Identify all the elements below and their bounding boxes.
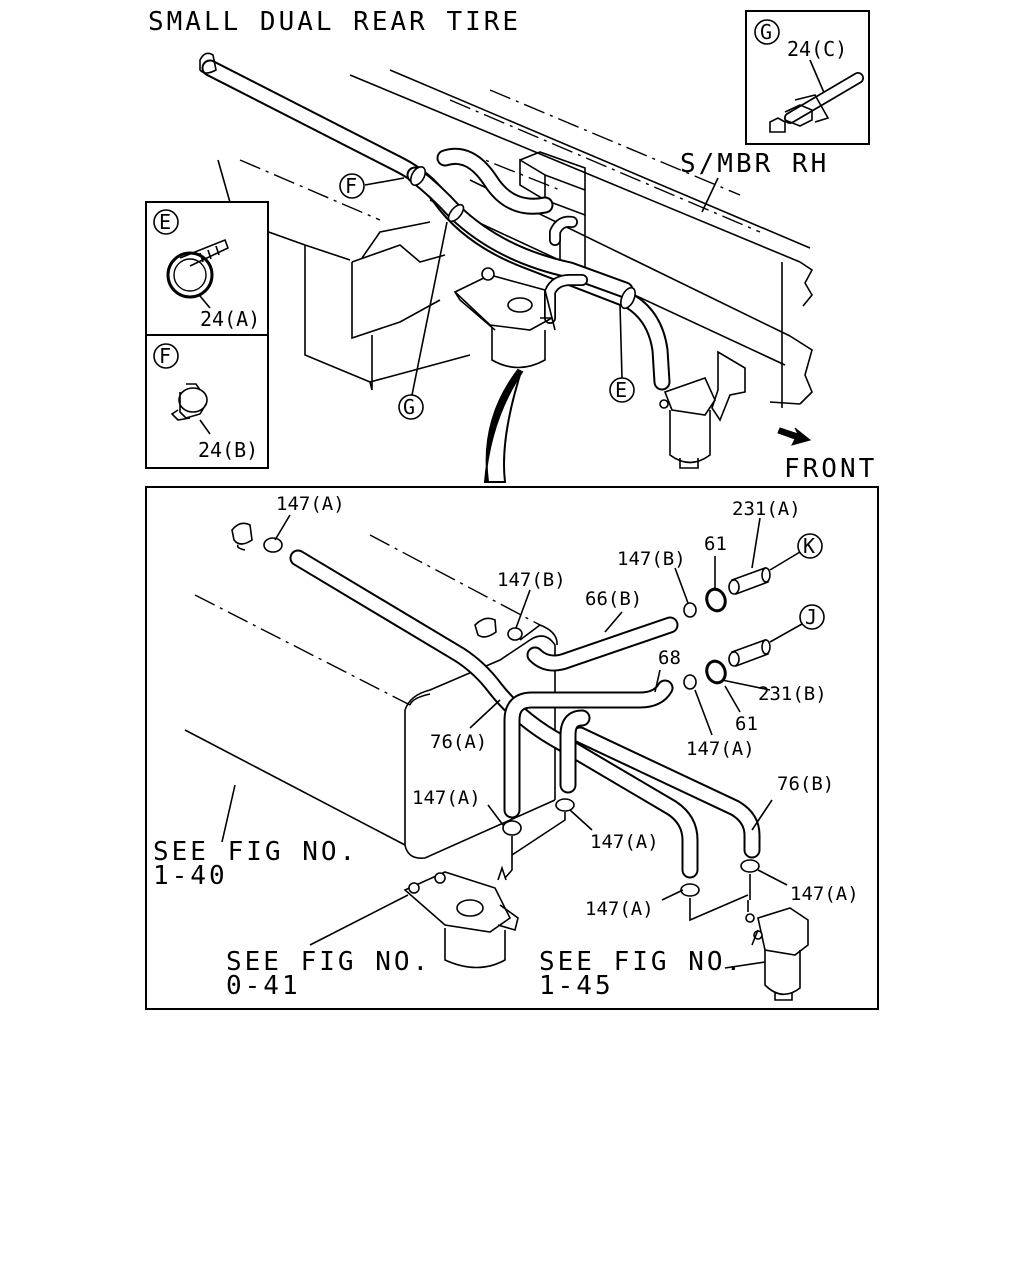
fuel-filter-exploded: [745, 900, 809, 1001]
connector-marker-j: J: [805, 605, 817, 629]
callout-231a: 231(A): [732, 498, 801, 520]
view-marker-e: E: [615, 378, 627, 402]
callout-147a-top: 147(A): [276, 493, 345, 515]
detail-f-letter: F: [159, 344, 171, 368]
fuel-filter-top: [659, 350, 746, 469]
ref-fig-1-45-line2: 1-45: [539, 971, 614, 1001]
connector-231b: [728, 638, 771, 668]
ref-fig-1-40-line2: 1-40: [153, 861, 228, 891]
cushion-clamp-icon: [170, 383, 208, 421]
callout-66b: 66(B): [585, 588, 642, 610]
ref-fig-0-41-line2: 0-41: [226, 971, 301, 1001]
callout-147b-mid: 147(B): [497, 569, 566, 591]
detail-e-part: 24(A): [200, 307, 260, 331]
callout-61-top: 61: [704, 533, 727, 555]
fuel-tank-exploded: [184, 534, 558, 860]
detail-g-letter: G: [760, 20, 772, 44]
s-mbr-rh-label: S/MBR RH: [680, 149, 829, 179]
callout-147a-br: 147(A): [790, 883, 859, 905]
callout-231b: 231(B): [758, 683, 827, 705]
callout-76a: 76(A): [430, 731, 487, 753]
sediment-filter-top: [453, 267, 556, 369]
view-marker-f: F: [345, 174, 357, 198]
exploded-view: K J 147(A) 147(B) 147(B) 61 231(A) 66(B)…: [145, 486, 879, 1010]
callout-147a-center: 147(A): [590, 831, 659, 853]
ref-fig-0-41-line1: SEE FIG NO.: [226, 947, 431, 977]
connector-marker-k: K: [803, 534, 815, 558]
view-marker-g: G: [403, 395, 415, 419]
front-label: FRONT: [784, 454, 877, 484]
ref-fig-1-45-line1: SEE FIG NO.: [539, 947, 744, 977]
detail-view-e-f: E 24(A) F 24(B): [145, 201, 269, 469]
callout-147a-left: 147(A): [412, 787, 481, 809]
callout-147a-right: 147(A): [686, 738, 755, 760]
callout-68: 68: [658, 647, 681, 669]
detail-f-part: 24(B): [198, 438, 258, 462]
top-assembly-view: F G E S/MBR RH FRONT: [199, 52, 877, 484]
callout-61-bot: 61: [735, 713, 758, 735]
ref-fig-1-40-line1: SEE FIG NO.: [153, 837, 358, 867]
front-arrow-icon: [777, 427, 812, 446]
callout-147a-bc: 147(A): [585, 898, 654, 920]
diagram-title: SMALL DUAL REAR TIRE: [148, 7, 521, 37]
connector-231a: [728, 566, 771, 596]
callout-147b-top: 147(B): [617, 548, 686, 570]
band-clamp-icon: [166, 238, 230, 299]
detail-e-letter: E: [159, 210, 171, 234]
sediment-filter-exploded: [403, 865, 519, 969]
callout-76b: 76(B): [777, 773, 834, 795]
detail-g-part: 24(C): [787, 37, 847, 61]
detail-view-g: G 24(C): [745, 10, 870, 145]
